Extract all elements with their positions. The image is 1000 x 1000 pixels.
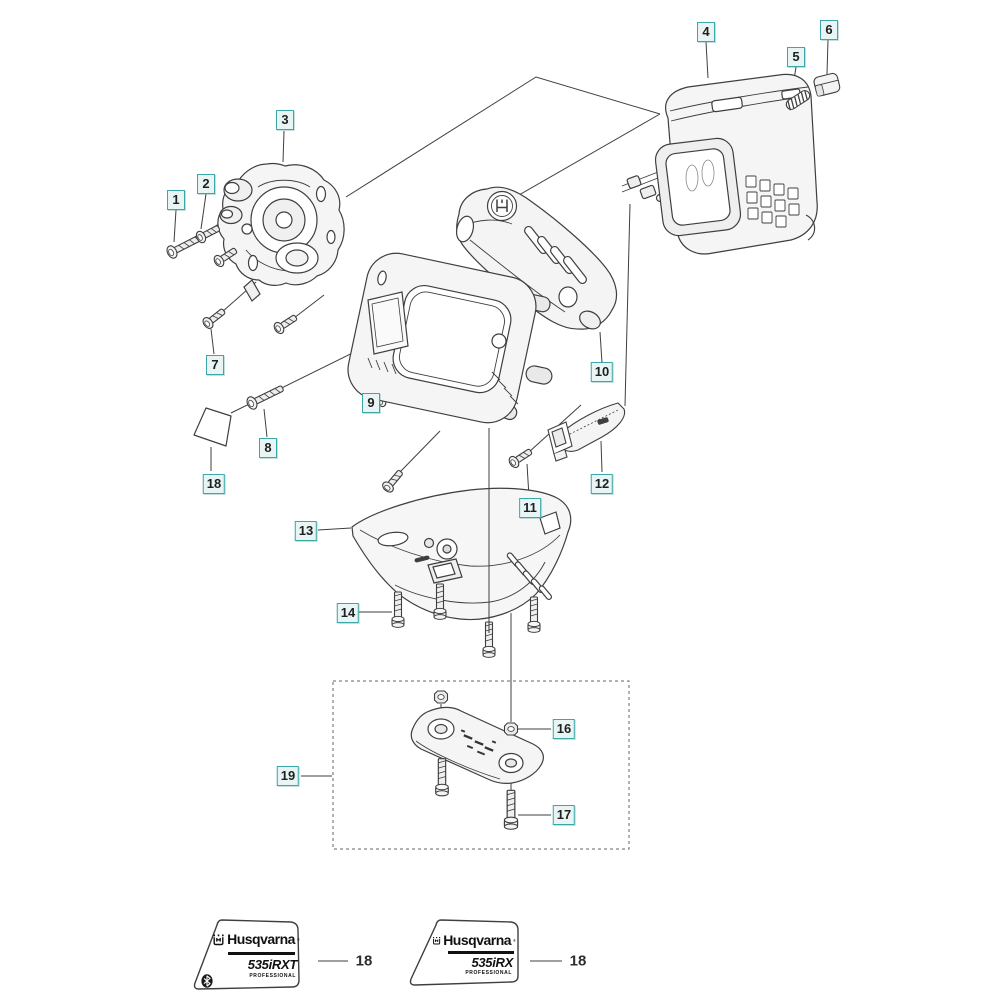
husqvarna-crown-icon [213,934,224,945]
callout-8[interactable]: 8 [259,438,277,458]
callout-14[interactable]: 14 [336,603,360,623]
decal-model: 535iRX [471,955,513,970]
part-4-battery-housing [621,73,818,255]
callout-2[interactable]: 2 [197,174,215,194]
callout-10[interactable]: 10 [590,362,614,382]
part-6-button [813,72,841,97]
bluetooth-icon [201,974,213,993]
husqvarna-crown-icon [432,936,441,945]
part-17-bolt [503,789,519,830]
part-12-clip-cover [547,402,626,462]
decal-ref-number: 18 [355,952,373,970]
callout-5[interactable]: 5 [787,47,805,67]
callout-16[interactable]: 16 [552,719,576,739]
decal-outline [193,919,300,990]
kit-19-dashed-box [332,680,630,850]
part-13-bottom-guard [351,487,572,621]
callout-6[interactable]: 6 [820,20,838,40]
decal-tier: PROFESSIONAL [465,970,512,976]
callout-17[interactable]: 17 [552,805,576,825]
decal-trademark: ® [296,936,300,942]
part-16-nut [503,722,519,736]
decal-divider [448,951,514,954]
decal-535irx: Husqvarna ® 535iRX PROFESSIONAL [406,918,522,988]
husqvarna-crown-icon [496,199,508,212]
callout-13[interactable]: 13 [294,521,318,541]
part-19-plate [410,706,544,784]
callout-1[interactable]: 1 [167,190,185,210]
part-9-handle-frame [347,252,553,424]
part-10-top-cover [455,186,618,330]
part-5-spring [785,90,811,111]
decal-brand: Husqvarna [443,932,512,948]
mount-screw [380,467,407,495]
part-8-screw [244,381,286,412]
part-14-screw [527,596,541,633]
decal-ref-number: 18 [569,952,587,970]
plate-bolt [435,758,449,797]
leader-lines [173,39,829,962]
callout-18[interactable]: 18 [202,474,226,494]
decal-trademark: ® [513,937,516,943]
decal-535irxt: Husqvarna ® 535iRXT PROFESSIONAL [192,917,308,993]
callout-11[interactable]: 11 [519,498,541,518]
part-2-screw [193,222,223,245]
part-18-decal-blank [193,407,232,447]
decal-divider [228,952,295,955]
callout-19[interactable]: 19 [276,766,300,786]
callout-4[interactable]: 4 [697,22,715,42]
callout-12[interactable]: 12 [590,474,614,494]
mount-screw [271,311,300,336]
part-3-gearbox-housing [217,163,345,302]
callout-9[interactable]: 9 [362,393,380,413]
callout-7[interactable]: 7 [206,355,224,375]
decal-model: 535iRXT [247,957,298,972]
part-11-screw [506,445,535,470]
callout-3[interactable]: 3 [276,110,294,130]
decal-brand: Husqvarna [227,931,295,947]
hex-nut [433,690,449,704]
decal-tier: PROFESSIONAL [249,973,296,979]
part-7-screw [200,305,229,331]
